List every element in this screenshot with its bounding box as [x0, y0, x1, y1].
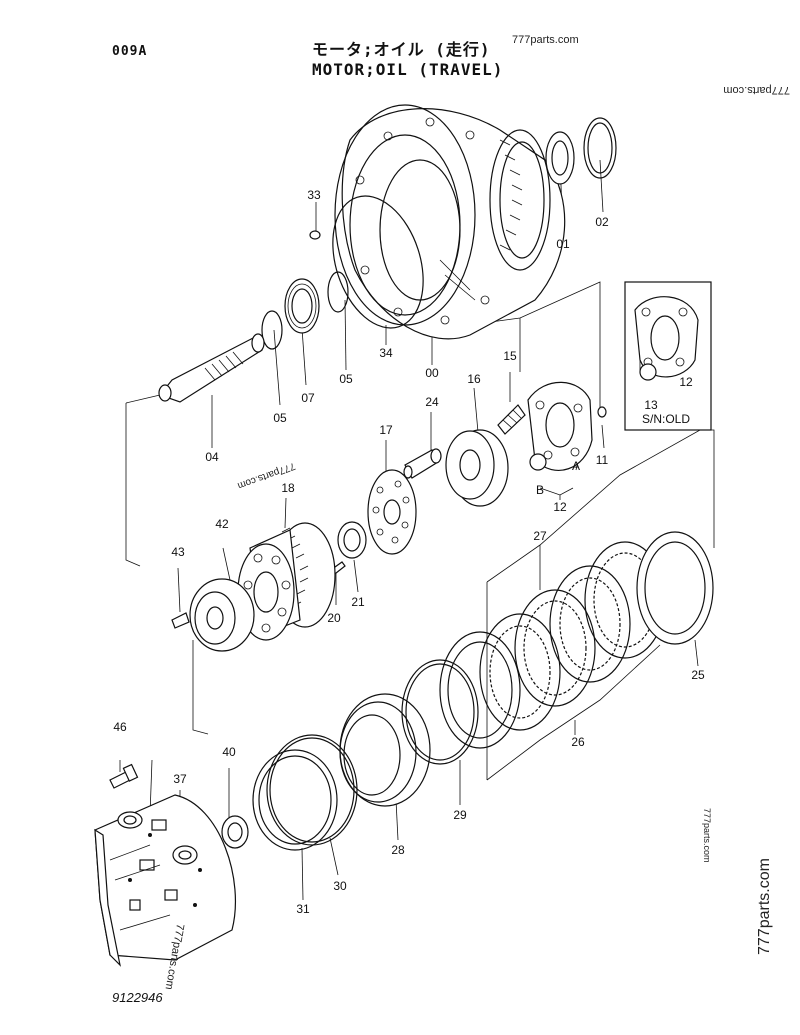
- plate-part-12: [527, 381, 593, 471]
- orifice-part-b: [529, 453, 547, 471]
- callout-12: 12: [553, 500, 567, 514]
- callout-18: 18: [281, 481, 295, 495]
- bolt-part-46: [109, 763, 139, 789]
- watermark-top-right: 777parts.com: [723, 84, 790, 96]
- callout-05-lower: 05: [273, 411, 287, 425]
- pin-part-11: [597, 406, 607, 418]
- callout-04: 04: [205, 450, 219, 464]
- callout-12-inset: 12: [679, 375, 693, 389]
- callout-25: 25: [691, 668, 705, 682]
- inset-old-serial: [624, 281, 712, 431]
- title-english: MOTOR;OIL (TRAVEL): [312, 60, 504, 79]
- separator-plate: [439, 631, 521, 749]
- spring-part-15: [497, 404, 526, 435]
- callout-42: 42: [215, 517, 229, 531]
- brake-piston-part-28: [339, 693, 431, 807]
- backup-ring-part-31: [252, 749, 338, 851]
- callout-15: 15: [503, 349, 517, 363]
- watermark-side-large: 777parts.com: [756, 858, 773, 955]
- callout-40: 40: [222, 745, 236, 759]
- leader-lines: [119, 159, 715, 901]
- seal-ring-part-30: [266, 734, 358, 846]
- valve-plate-part-17: [367, 469, 417, 555]
- callout-02: 02: [595, 215, 609, 229]
- motor-housing-part-00: [334, 104, 566, 340]
- drawing-number: 9122946: [112, 990, 163, 1005]
- bearing-part-07: [284, 278, 320, 334]
- bearing-part-40: [221, 815, 249, 849]
- ring-part-29: [401, 659, 479, 765]
- seal-part-01: [545, 131, 575, 185]
- callout-28: 28: [391, 843, 405, 857]
- snap-ring-part-02: [583, 117, 617, 179]
- shaft-part-04: [158, 333, 265, 403]
- callout-01: 01: [556, 237, 570, 251]
- callout-21: 21: [351, 595, 365, 609]
- callout-13-inset: 13: [644, 398, 658, 412]
- callout-26: 26: [571, 735, 585, 749]
- callout-24: 24: [425, 395, 439, 409]
- pin-part-24: [403, 448, 442, 479]
- plug-part-33: [309, 230, 321, 240]
- callout-05-upper: 05: [339, 372, 353, 386]
- callout-46: 46: [113, 720, 127, 734]
- callout-31: 31: [296, 902, 310, 916]
- callout-00: 00: [425, 366, 439, 380]
- snap-ring-part-05-upper: [327, 271, 349, 313]
- callout-43: 43: [171, 545, 185, 559]
- callout-11: 11: [595, 453, 609, 467]
- callout-20: 20: [327, 611, 341, 625]
- watermark-side-small: 777parts.com: [702, 808, 712, 863]
- o-ring-part-34: [332, 195, 424, 329]
- callout-30: 30: [333, 879, 347, 893]
- callout-16: 16: [467, 372, 481, 386]
- callout-34: 34: [379, 346, 393, 360]
- callout-33: 33: [307, 188, 321, 202]
- callout-b: B: [535, 483, 545, 497]
- callout-07: 07: [301, 391, 315, 405]
- cover-part-37: [94, 794, 236, 967]
- page-code: 009A: [112, 44, 148, 59]
- title-japanese: モータ;オイル (走行): [312, 40, 491, 59]
- callout-17: 17: [379, 423, 393, 437]
- callout-37: 37: [173, 772, 187, 786]
- watermark-top: 777parts.com: [512, 34, 579, 46]
- snap-ring-part-05-lower: [261, 310, 283, 350]
- callout-29: 29: [453, 808, 467, 822]
- piston-part-16: [445, 429, 509, 507]
- callout-a: A: [571, 459, 581, 473]
- callout-27: 27: [533, 529, 547, 543]
- swash-plate-part-42: [189, 578, 255, 652]
- bushing-part-21: [337, 521, 367, 559]
- clutch-disc-stack: [439, 531, 714, 749]
- inset-note: S/N:OLD: [641, 412, 691, 426]
- pin-part-43: [171, 612, 190, 629]
